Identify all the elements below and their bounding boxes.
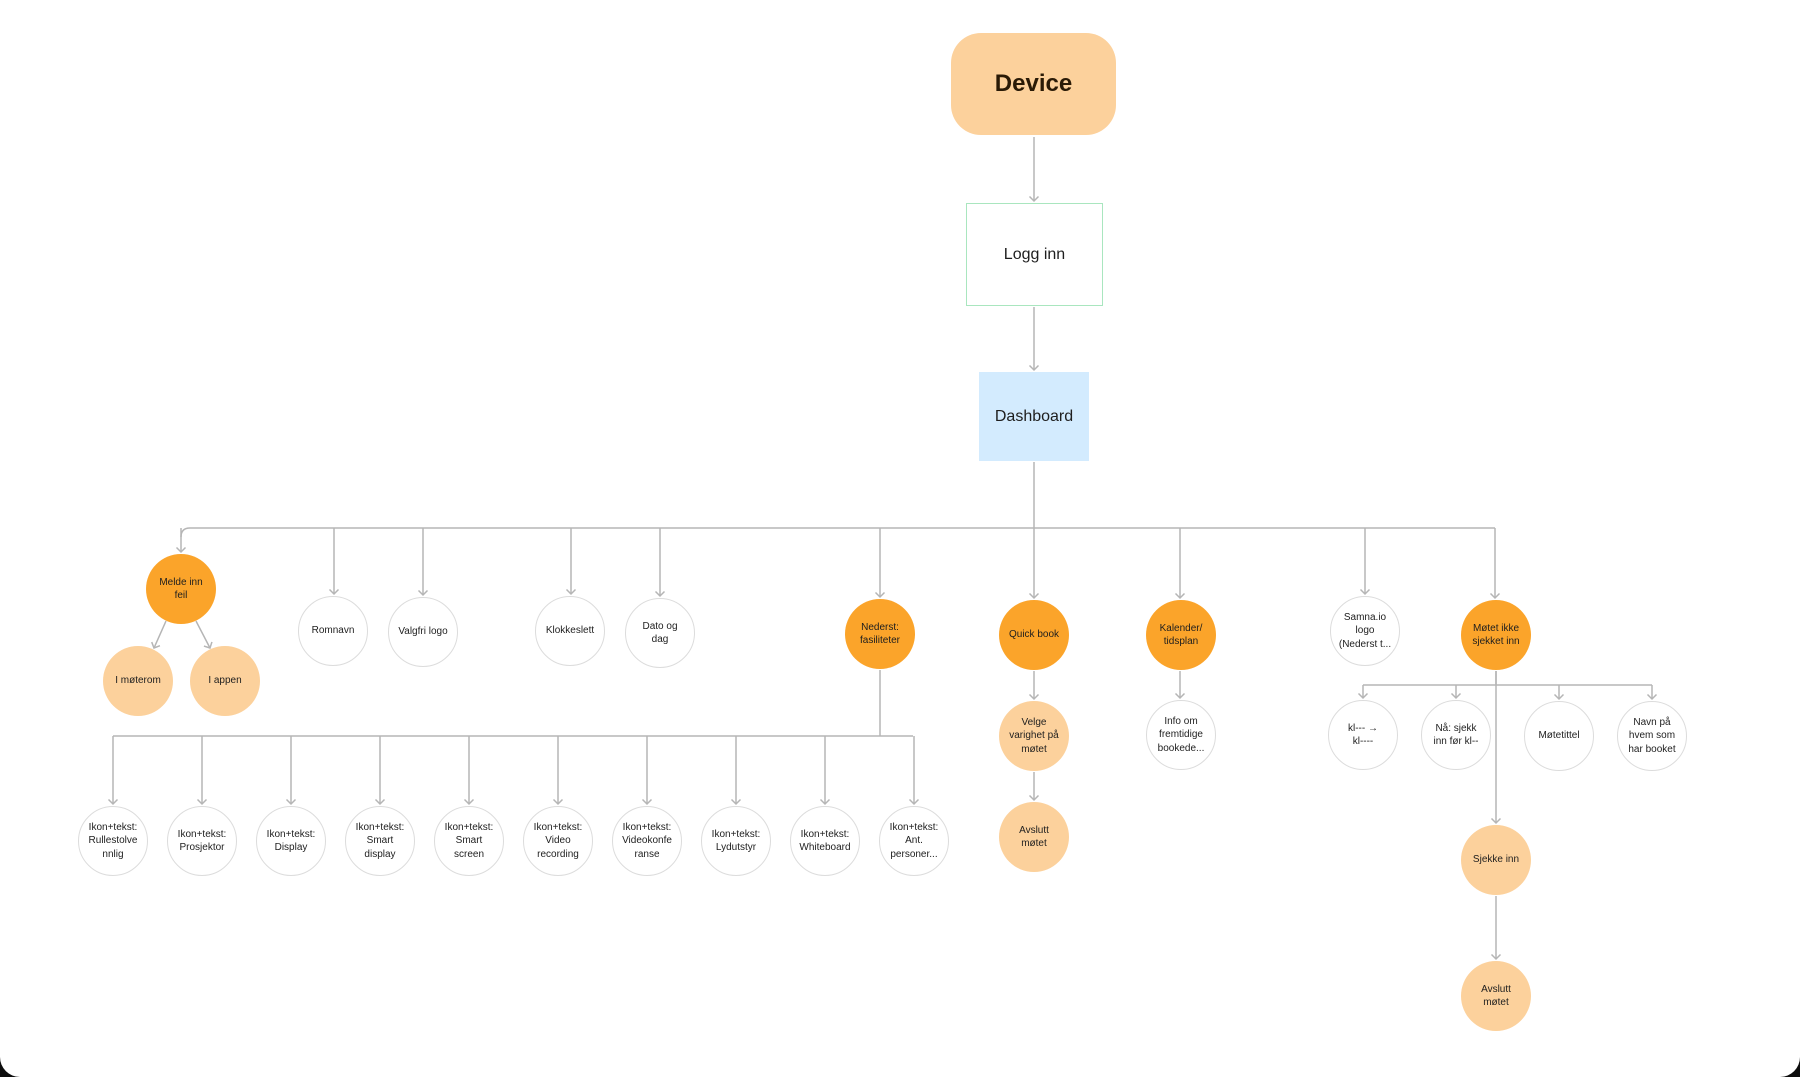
connector-dashboard-bus-left [180,527,1034,538]
connector-drop-head-1 [328,588,340,596]
info-fremtidige-node[interactable]: Info om fremtidige bookede... [1146,700,1216,770]
valgfri-logo-node[interactable]: Valgfri logo [388,597,458,667]
connector-drop-head-3 [565,588,577,596]
device-node[interactable]: Device [951,33,1116,135]
samna-logo-node[interactable]: Samna.io logo (Nederst t... [1330,596,1400,666]
connector-fasilitet-head-4 [463,798,475,806]
connector-drop-head-2 [417,589,429,597]
melde-inn-feil-node[interactable]: Melde inn feil [146,554,216,624]
connector-varighet-avslutt-head [1028,794,1040,802]
connector-motet-child-head-2 [1553,693,1565,701]
connector-kalender-info-head [1174,692,1186,700]
dato-og-dag-node[interactable]: Dato og dag [625,598,695,668]
rullestol-node[interactable]: Ikon+tekst: Rullestolve nnlig [78,806,148,876]
videokonferanse-node[interactable]: Ikon+tekst: Videokonfe ranse [612,806,682,876]
connector-drop-head-6 [1174,592,1186,600]
prosjektor-node[interactable]: Ikon+tekst: Prosjektor [167,806,237,876]
connector-device-login-head [1028,195,1040,203]
connector-fasilitet-head-6 [641,798,653,806]
kl-range-node[interactable]: kl--- → kl---- [1328,700,1398,770]
dashboard-node[interactable]: Dashboard [979,372,1089,461]
connector-fasilitet-head-9 [908,798,920,806]
connector-fasilitet-head-1 [196,798,208,806]
connector-fasilitet-head-3 [374,798,386,806]
connector-fasilitet-head-0 [107,798,119,806]
connector-drop-head-8 [1489,592,1501,600]
video-recording-node[interactable]: Ikon+tekst: Video recording [523,806,593,876]
connector-dashboard-quickbook-head [1028,592,1040,600]
avslutt-quickbook-node[interactable]: Avslutt møtet [999,802,1069,872]
connector-drop-head-0 [175,546,187,554]
avslutt-motet-node[interactable]: Avslutt møtet [1461,961,1531,1031]
connector-drop-head-4 [654,590,666,598]
connector-feil-appen [195,620,211,649]
connector-motet-child-head-0 [1357,692,1369,700]
connector-motet-child-head-1 [1450,692,1462,700]
lydutstyr-node[interactable]: Ikon+tekst: Lydutstyr [701,806,771,876]
quick-book-node[interactable]: Quick book [999,600,1069,670]
navn-booket-node[interactable]: Navn på hvem som har booket [1617,701,1687,771]
smart-screen-node[interactable]: Ikon+tekst: Smart screen [434,806,504,876]
connector-fasilitet-head-5 [552,798,564,806]
motet-ikke-node[interactable]: Møtet ikke sjekket inn [1461,600,1531,670]
klokkeslett-node[interactable]: Klokkeslett [535,596,605,666]
velge-varighet-node[interactable]: Velge varighet på møtet [999,701,1069,771]
connector-motet-child-head-3 [1646,693,1658,701]
connector-feil-moterom-head [151,641,161,649]
whiteboard-node[interactable]: Ikon+tekst: Whiteboard [790,806,860,876]
connector-drop-head-7 [1359,588,1371,596]
display-node[interactable]: Ikon+tekst: Display [256,806,326,876]
kalender-node[interactable]: Kalender/ tidsplan [1146,600,1216,670]
i-moterom-node[interactable]: I møterom [103,646,173,716]
romnavn-node[interactable]: Romnavn [298,596,368,666]
connector-drop-head-5 [874,591,886,599]
na-sjekk-node[interactable]: Nå: sjekk inn før kl-- [1421,700,1491,770]
connector-quickbook-varighet-head [1028,693,1040,701]
connector-feil-moterom [153,620,167,649]
connector-fasilitet-head-7 [730,798,742,806]
motetittel-node[interactable]: Møtetittel [1524,701,1594,771]
sjekke-inn-node[interactable]: Sjekke inn [1461,825,1531,895]
connector-fasilitet-head-8 [819,798,831,806]
connector-login-dashboard-head [1028,364,1040,372]
ant-personer-node[interactable]: Ikon+tekst: Ant. personer... [879,806,949,876]
nederst-fasiliteter-node[interactable]: Nederst: fasiliteter [845,599,915,669]
smart-display-node[interactable]: Ikon+tekst: Smart display [345,806,415,876]
connector-fasilitet-head-2 [285,798,297,806]
i-appen-node[interactable]: I appen [190,646,260,716]
logg-inn-node[interactable]: Logg inn [966,203,1103,306]
connector-motet-sjekke-head [1490,817,1502,825]
connector-sjekke-avslutt-head [1490,953,1502,961]
